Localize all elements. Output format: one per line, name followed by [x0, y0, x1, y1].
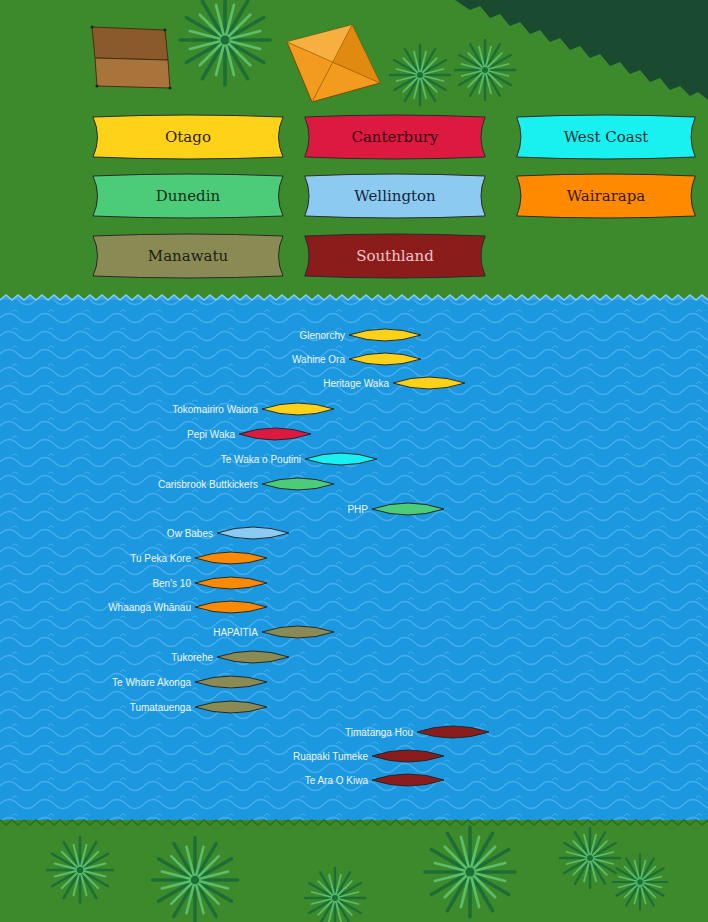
waka-canoe — [261, 623, 335, 641]
region-name: Dunedin — [142, 187, 234, 205]
waka-canoe — [261, 400, 335, 418]
waka-canoe — [371, 500, 445, 518]
region-banner: Canterbury — [300, 113, 490, 161]
region-name: Otago — [151, 128, 225, 146]
waka-team: Te Whare Akonga — [112, 673, 268, 691]
waka-team: PHP — [347, 500, 445, 518]
waka-canoe — [348, 326, 422, 344]
palm-plants — [48, 0, 668, 922]
region-name: Wellington — [340, 187, 449, 205]
team-name: Te Whare Akonga — [112, 677, 191, 688]
region-banner: Otago — [88, 113, 288, 161]
team-name: Whaanga Whānau — [108, 602, 191, 613]
waka-team: Carisbrook Buttkickers — [158, 475, 335, 493]
region-banner: Wairarapa — [512, 172, 700, 220]
waka-canoe — [392, 374, 466, 392]
waka-team: Tukorehe — [171, 648, 290, 666]
region-banner: Southland — [300, 232, 490, 280]
waka-canoe — [216, 648, 290, 666]
waka-team: Tumatauenga — [130, 698, 268, 716]
waka-team: Heritage Waka — [323, 374, 466, 392]
waka-team: Ow Babes — [167, 524, 290, 542]
team-name: Heritage Waka — [323, 378, 389, 389]
region-banner: Manawatu — [88, 232, 288, 280]
region-banner: Dunedin — [88, 172, 288, 220]
waka-team: HAPAITIA — [213, 623, 335, 641]
waka-canoe — [371, 771, 445, 789]
waka-canoe — [238, 425, 312, 443]
team-name: Ow Babes — [167, 528, 213, 539]
team-name: PHP — [347, 504, 368, 515]
waka-team: Pepi Waka — [187, 425, 312, 443]
region-name: West Coast — [550, 128, 663, 146]
region-name: Manawatu — [134, 247, 242, 265]
waka-canoe — [194, 574, 268, 592]
team-name: Carisbrook Buttkickers — [158, 479, 258, 490]
region-banner: Wellington — [300, 172, 490, 220]
team-name: Ben's 10 — [152, 578, 191, 589]
waka-canoe — [348, 350, 422, 368]
team-name: Tu Peka Kore — [130, 553, 191, 564]
team-name: Tumatauenga — [130, 702, 191, 713]
team-name: Tokomairiro Waiora — [172, 404, 258, 415]
team-name: Glenorchy — [299, 330, 345, 341]
waka-canoe — [216, 524, 290, 542]
team-name: Tukorehe — [171, 652, 213, 663]
region-name: Canterbury — [337, 128, 452, 146]
waka-canoe — [304, 450, 378, 468]
waka-team: Timatanga Hou — [345, 723, 490, 741]
team-name: Wahine Ora — [292, 354, 345, 365]
waka-canoe — [194, 673, 268, 691]
waka-team: Tu Peka Kore — [130, 549, 268, 567]
team-name: Timatanga Hou — [345, 727, 413, 738]
brown-tent — [91, 26, 172, 90]
region-banner: West Coast — [512, 113, 700, 161]
waka-canoe — [194, 698, 268, 716]
waka-canoe — [261, 475, 335, 493]
orange-tent — [287, 25, 380, 102]
team-name: Te Waka o Poutini — [221, 454, 301, 465]
team-name: Ruapaki Tumeke — [293, 751, 368, 762]
waka-canoe — [371, 747, 445, 765]
waka-team: Glenorchy — [299, 326, 422, 344]
waka-team: Te Ara O Kiwa — [305, 771, 445, 789]
waka-team: Whaanga Whānau — [108, 598, 268, 616]
waka-canoe — [194, 598, 268, 616]
waka-team: Te Waka o Poutini — [221, 450, 378, 468]
waka-team: Ruapaki Tumeke — [293, 747, 445, 765]
waka-team: Ben's 10 — [152, 574, 268, 592]
waka-team: Wahine Ora — [292, 350, 422, 368]
waka-canoe — [194, 549, 268, 567]
team-name: Te Ara O Kiwa — [305, 775, 368, 786]
region-name: Southland — [342, 247, 448, 265]
waka-team: Tokomairiro Waiora — [172, 400, 335, 418]
waka-canoe — [416, 723, 490, 741]
region-name: Wairarapa — [553, 187, 660, 205]
team-name: HAPAITIA — [213, 627, 258, 638]
team-name: Pepi Waka — [187, 429, 235, 440]
